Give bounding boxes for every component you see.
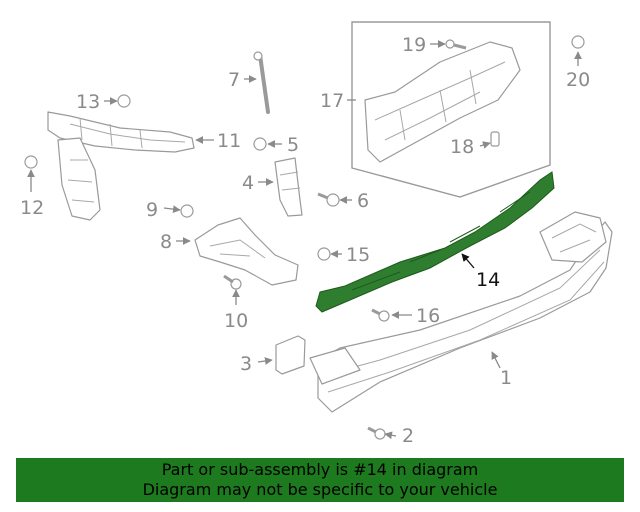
callout-12: 12 — [20, 197, 44, 219]
fastener-20 — [571, 35, 585, 49]
part-4-bracket — [274, 157, 303, 217]
fastener-5 — [253, 137, 267, 151]
fastener-2 — [367, 426, 386, 440]
callout-15: 15 — [346, 244, 370, 266]
callout-17: 17 — [320, 90, 344, 112]
callout-4: 4 — [242, 172, 254, 194]
callout-14-highlighted: 14 — [476, 269, 500, 291]
callout-8: 8 — [160, 231, 172, 253]
fastener-10 — [223, 274, 242, 290]
part-11-bracket — [47, 111, 195, 153]
fasteners — [24, 35, 585, 440]
fastener-19 — [445, 39, 467, 50]
callout-10: 10 — [224, 310, 248, 332]
part-8-bracket — [194, 217, 299, 286]
info-banner: Part or sub-assembly is #14 in diagram D… — [16, 458, 624, 502]
callout-7: 7 — [228, 69, 240, 91]
fastener-15 — [317, 247, 331, 261]
fastener-9 — [180, 204, 194, 218]
part-12-vertical-bracket — [57, 137, 101, 221]
callout-20: 20 — [566, 69, 590, 91]
callout-3: 3 — [240, 353, 252, 375]
callout-5: 5 — [287, 134, 299, 156]
fastener-16 — [371, 308, 390, 322]
callout-16: 16 — [416, 305, 440, 327]
parts-diagram: 1 2 3 4 5 6 7 8 9 10 11 12 13 14 15 16 1… — [20, 21, 613, 447]
callout-18: 18 — [450, 136, 474, 158]
callout-13: 13 — [76, 91, 100, 113]
fastener-6 — [317, 192, 340, 207]
callout-9: 9 — [146, 199, 158, 221]
part-3-cover — [275, 335, 306, 375]
fastener-7 — [253, 51, 270, 114]
callout-labels: 1 2 3 4 5 6 7 8 9 10 11 12 13 14 15 16 1… — [20, 34, 590, 447]
callout-19: 19 — [402, 34, 426, 56]
banner-line-1: Part or sub-assembly is #14 in diagram — [161, 460, 479, 479]
banner-line-2: Diagram may not be specific to your vehi… — [142, 480, 498, 499]
part-17-inset-box — [351, 21, 551, 198]
fastener-13 — [117, 94, 131, 108]
part-1-bumper-reinforcement — [309, 211, 613, 413]
fastener-12 — [24, 155, 38, 169]
part-14-energy-absorber-highlighted — [315, 171, 555, 313]
callout-1: 1 — [500, 367, 512, 389]
callout-11: 11 — [217, 130, 241, 152]
fastener-18 — [490, 131, 500, 147]
callout-2: 2 — [402, 425, 414, 447]
leader-lines — [27, 40, 582, 440]
callout-6: 6 — [357, 190, 369, 212]
